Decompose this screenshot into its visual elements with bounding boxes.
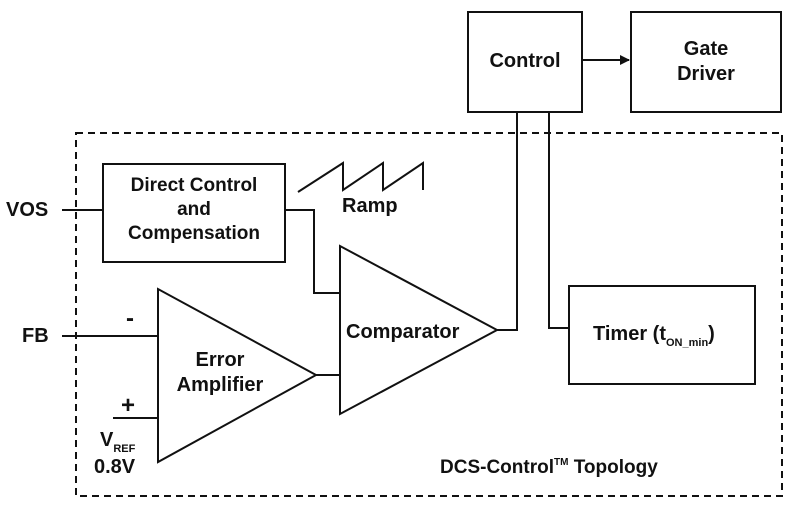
topology-label: DCS-ControlTM Topology [440, 456, 658, 483]
timer-label: Timer (tON_min) [593, 322, 715, 350]
timer-label-main: Timer (t [593, 323, 666, 345]
control-to-timer-wire [548, 112, 569, 329]
error-amplifier-label: Error Amplifier [165, 348, 275, 398]
direct-control-line-3: Compensation [128, 223, 260, 244]
comparator-label: Comparator [346, 321, 460, 343]
vref-label-subscript: REF [113, 443, 136, 455]
vref-label-main: V [100, 429, 114, 451]
gate-driver-line-2: Driver [677, 63, 735, 85]
topology-name: DCS-Control [440, 457, 554, 478]
control-block [467, 11, 583, 113]
gate-driver-block [630, 11, 782, 113]
timer-block [568, 285, 756, 385]
gate-driver-label: Gate Driver [631, 37, 781, 87]
timer-label-close: ) [708, 323, 715, 345]
timer-label-subscript: ON_min [665, 337, 709, 349]
error-amplifier-line-1: Error [195, 349, 245, 371]
plus-sign: + [121, 392, 136, 419]
ramp-waveform [297, 161, 424, 193]
error-amplifier-triangle [157, 287, 319, 464]
comparator-triangle [339, 244, 500, 416]
gate-driver-line-1: Gate [683, 38, 729, 60]
ramp-label: Ramp [342, 195, 398, 217]
vos-label: VOS [6, 199, 49, 221]
topology-boundary [75, 132, 783, 497]
direct-control-line-1: Direct Control [130, 175, 258, 196]
direct-control-label: Direct Control and Compensation [103, 174, 285, 246]
vref-label: VREF [100, 428, 135, 456]
comparator-to-control-wire [497, 112, 518, 331]
error-amplifier-line-2: Amplifier [176, 374, 264, 396]
minus-sign: - [126, 305, 134, 332]
topology-trademark: TM [553, 457, 569, 468]
control-label: Control [489, 50, 561, 72]
direct-control-line-2: and [177, 199, 211, 220]
vref-value: 0.8V [94, 456, 136, 478]
topology-suffix: Topology [568, 457, 658, 478]
compensation-to-comparator-wire [285, 209, 340, 294]
direct-control-block [102, 163, 286, 263]
fb-label: FB [22, 325, 49, 347]
